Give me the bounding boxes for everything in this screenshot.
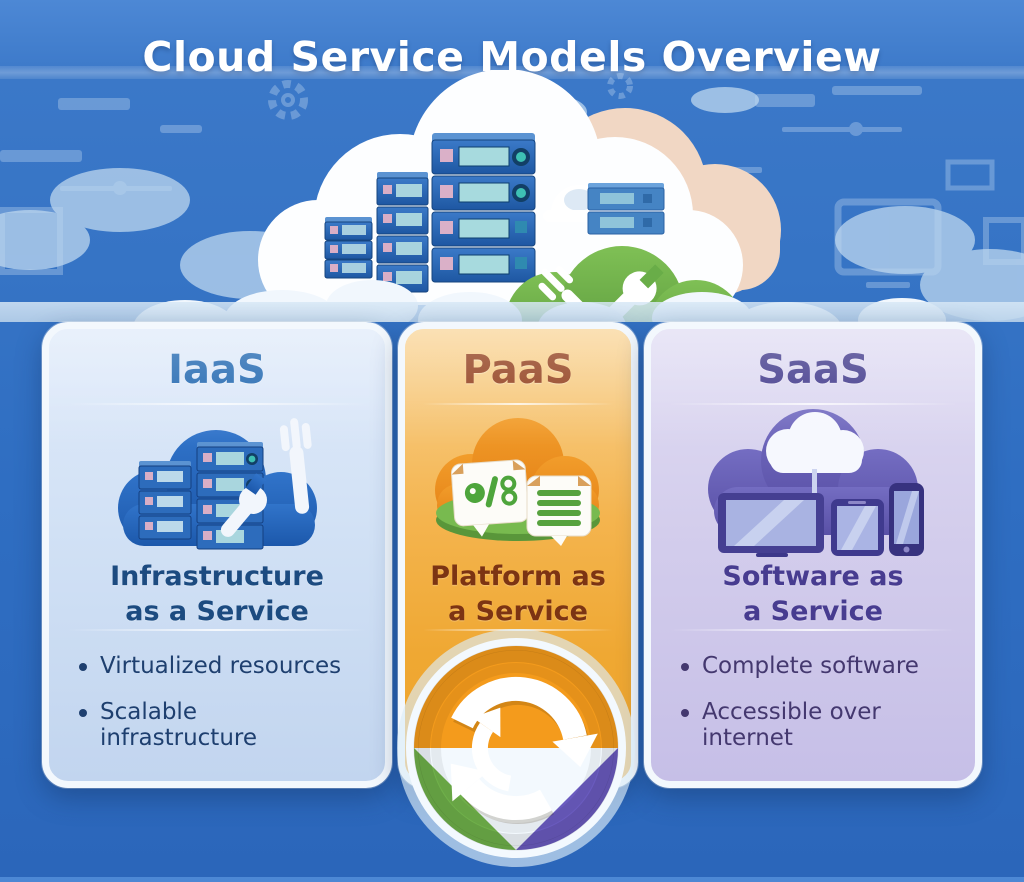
iaas-heading: IaaS [168, 347, 266, 393]
iaas-subtitle: Infrastructure as a Service [49, 559, 385, 629]
paas-subtitle-line1: Platform as [430, 560, 606, 592]
card-saas: SaaS [644, 322, 982, 788]
paas-icon-zone [405, 405, 631, 559]
saas-bullets: Complete software Accessible over intern… [651, 631, 975, 781]
gear-icon [268, 80, 308, 120]
connector-line [812, 468, 817, 497]
list-doc-icon [526, 475, 592, 546]
saas-bullet-2: Accessible over internet [681, 699, 951, 751]
cloud-devices-icon [708, 408, 924, 557]
cloud-infrastructure-illustration [0, 69, 1024, 376]
background-silhouettes [0, 86, 922, 288]
hero-illustration [0, 69, 1024, 376]
saas-subtitle-line1: Software as [722, 560, 904, 592]
server-rack-icon [376, 172, 429, 293]
cloud-platform-code-docs-icon [435, 417, 600, 546]
server-rack-icon [431, 133, 536, 283]
iaas-subtitle-line1: Infrastructure [110, 560, 324, 592]
white-cloud-icon [766, 411, 864, 473]
ground-strip [0, 302, 1024, 322]
cloud-servers-wrench-icon [118, 417, 317, 550]
iaas-bullets: Virtualized resources Scalable infrastru… [49, 631, 385, 781]
cycle-arrows [450, 676, 598, 821]
divider [67, 629, 367, 631]
server-rack-icon [587, 183, 665, 235]
cycle-arrows-icon [397, 629, 635, 867]
saas-bullet-1: Complete software [681, 653, 951, 679]
divider [67, 402, 367, 405]
server-rack-icon [324, 217, 373, 279]
code-doc-icon [450, 459, 529, 537]
divider [669, 629, 957, 631]
monitor-icon [718, 492, 824, 557]
cycle-badge [386, 618, 646, 878]
plug-tool-icon [279, 417, 312, 514]
phone-icon [889, 482, 924, 556]
iaas-bullet-2: Scalable infrastructure [79, 699, 361, 751]
paas-subtitle: Platform as a Service [405, 559, 631, 629]
iaas-bullet-1: Virtualized resources [79, 653, 361, 679]
gear-icon [607, 73, 633, 99]
saas-subtitle-line2: a Service [743, 595, 883, 627]
card-iaas: IaaS [42, 322, 392, 788]
divider [669, 402, 957, 405]
server-rack-icon [138, 460, 192, 540]
saas-heading: SaaS [757, 347, 869, 393]
iaas-icon-zone [49, 405, 385, 559]
saas-icon-zone [651, 405, 975, 559]
iaas-subtitle-line2: as a Service [125, 595, 309, 627]
divider [423, 402, 613, 405]
paas-subtitle-line2: a Service [448, 595, 588, 627]
wrench-icon [220, 472, 267, 537]
tablet-icon [831, 498, 884, 556]
paas-heading: PaaS [462, 347, 574, 393]
service-model-cards: IaaS [0, 322, 1024, 788]
saas-subtitle: Software as a Service [651, 559, 975, 629]
